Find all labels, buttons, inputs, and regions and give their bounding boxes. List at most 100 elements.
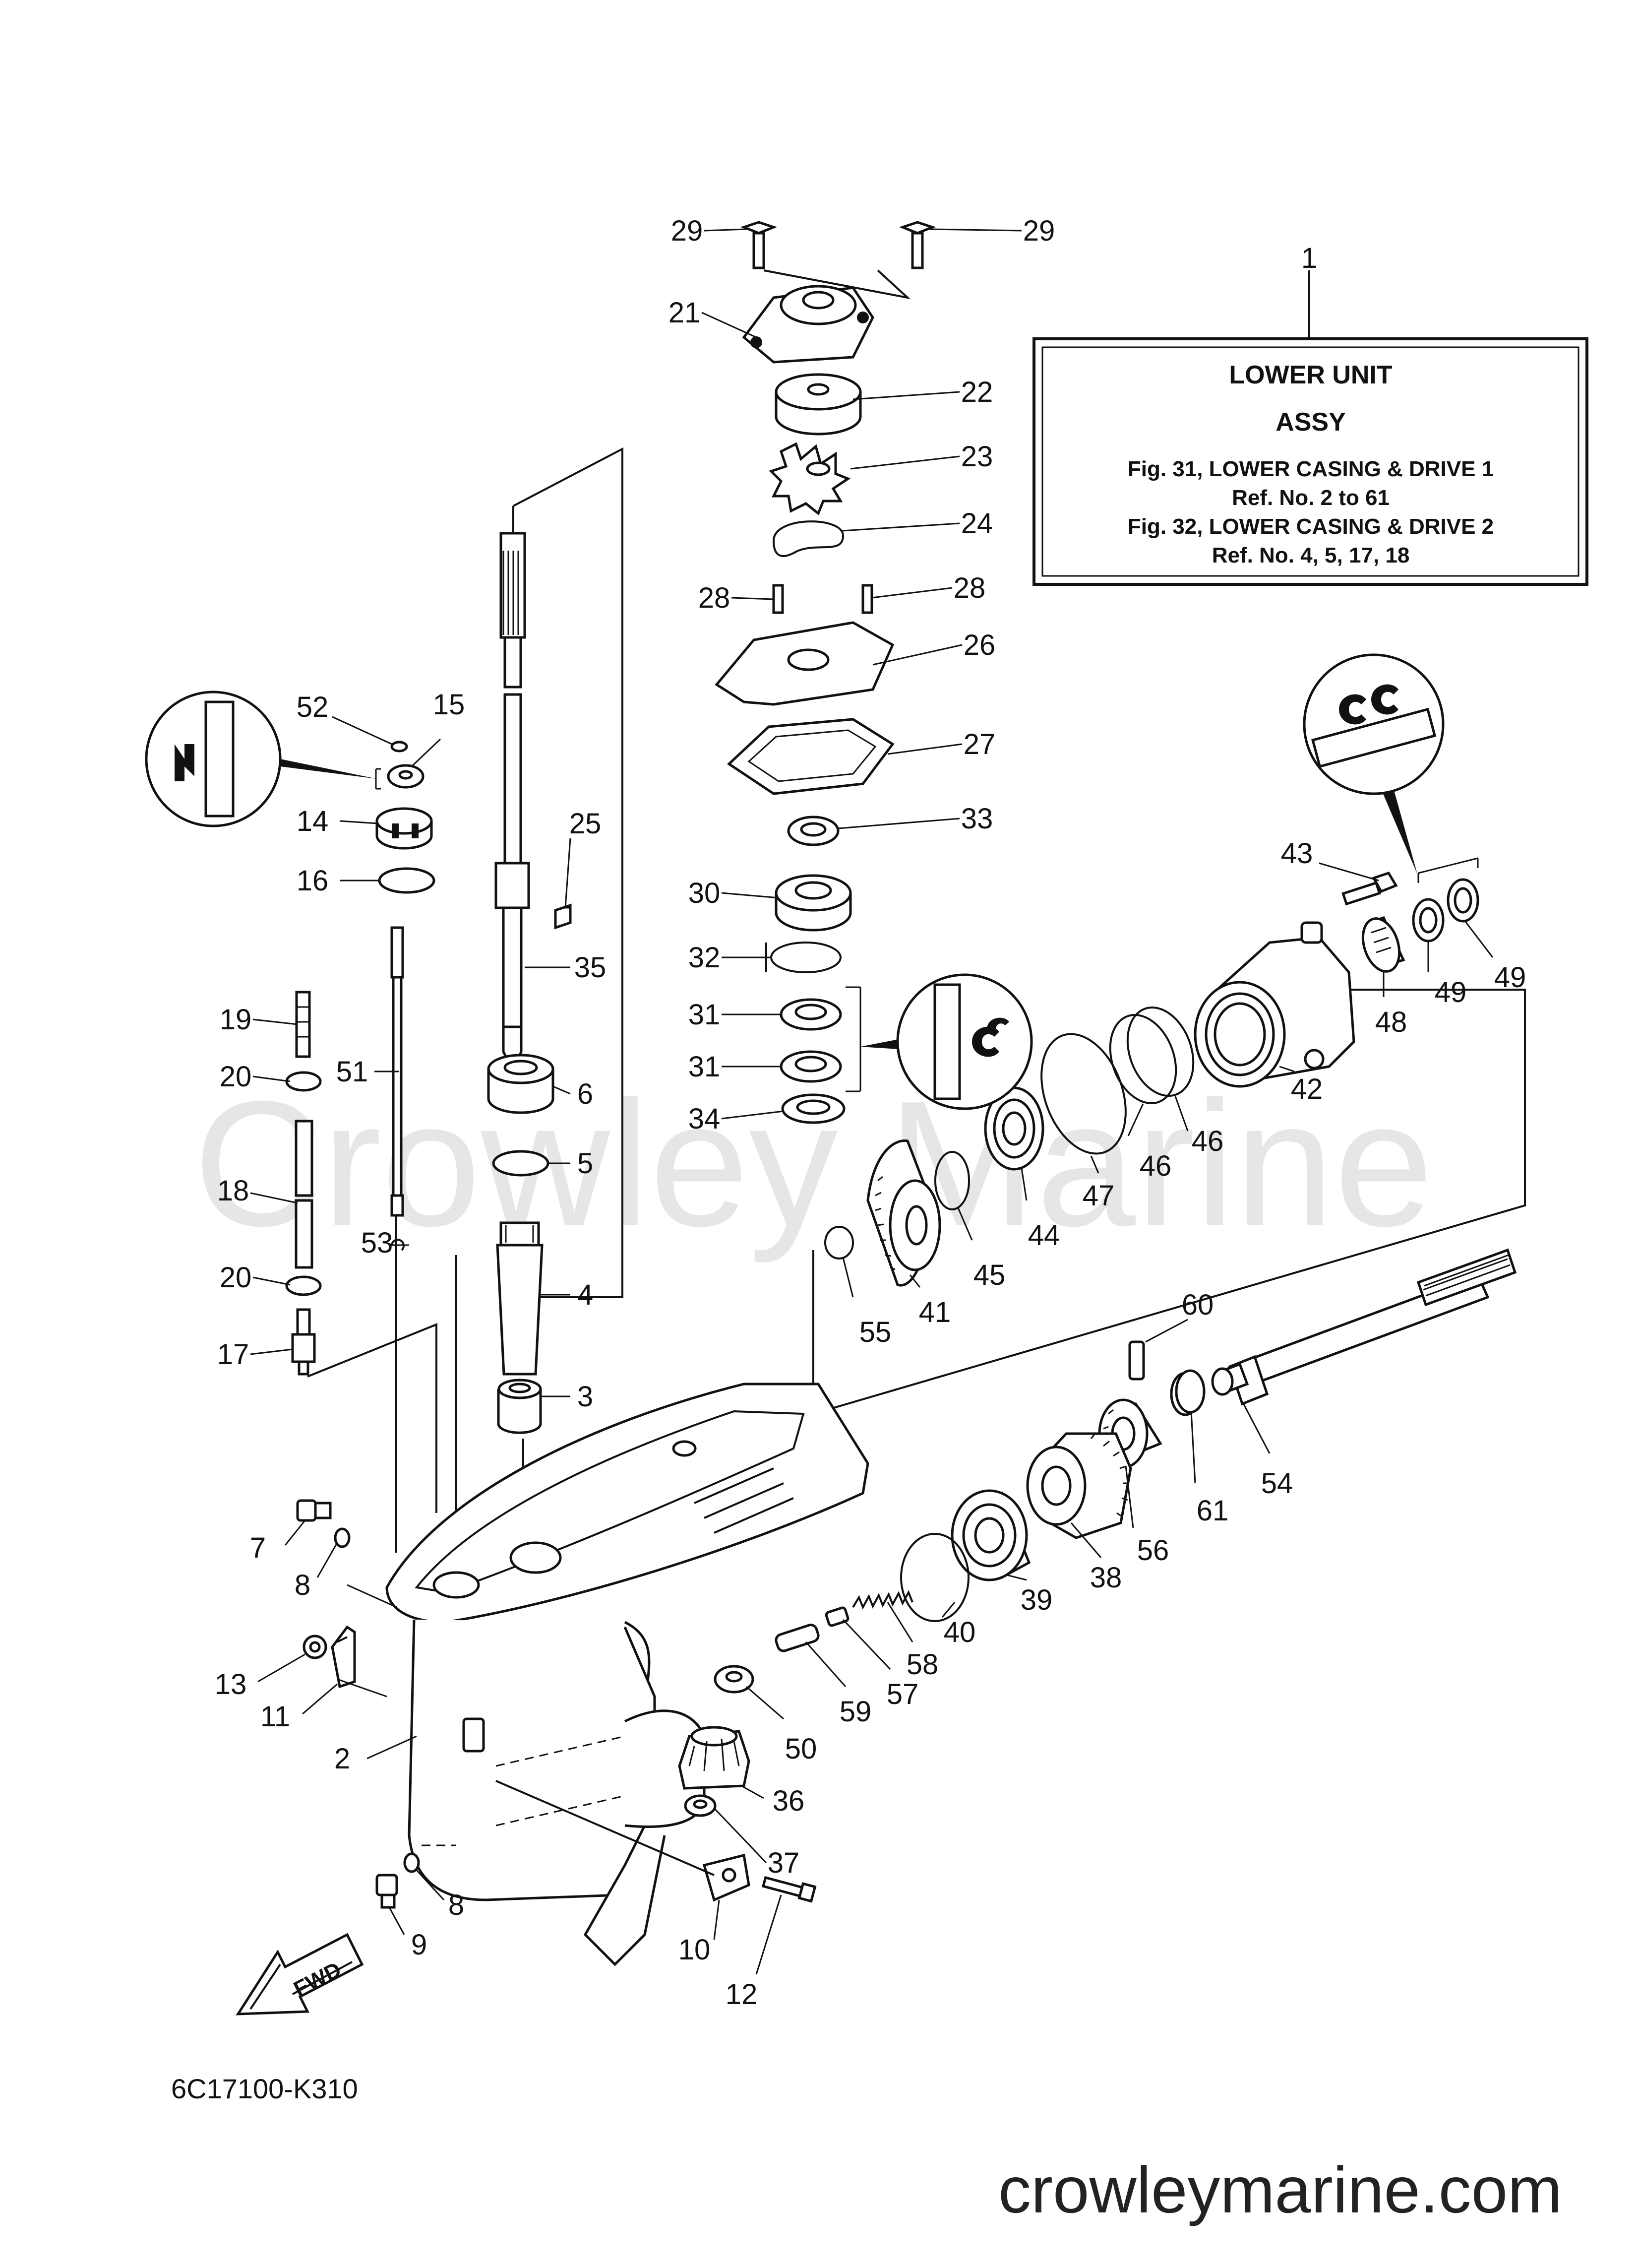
screw-9 [375,1874,398,1909]
bearing-44 [984,1086,1044,1171]
propeller-shaft-housing-42 [1194,921,1355,1088]
propeller-shaft-54 [1211,1248,1517,1406]
callout-2: 2 [334,1743,350,1775]
callout-12: 12 [726,1978,758,2011]
callout-16: 16 [297,865,329,897]
info-box-title: LOWER UNIT [1229,361,1393,389]
callout-19: 19 [220,1004,252,1036]
callout-52: 52 [297,691,329,723]
pinion-36 [678,1726,750,1790]
callout-59: 59 [840,1696,872,1728]
callout-31-upper: 31 [688,999,721,1031]
bolt-12 [761,1876,817,1903]
seal-49b [1447,878,1479,923]
info-box-line2: Ref. No. 2 to 61 [1232,486,1390,510]
callout-49-right: 49 [1494,961,1526,994]
forward-gear-38 [1026,1432,1132,1539]
callout-23: 23 [961,441,993,473]
info-box-line1: Fig. 31, LOWER CASING & DRIVE 1 [1128,457,1494,481]
info-box-inner [1041,346,1579,577]
lower-casing [385,1383,869,1966]
bearing-48 [1361,916,1405,973]
callout-1: 1 [1301,242,1317,274]
guide-shift-rod [307,1323,437,1513]
plunger-59 [775,1624,820,1652]
callout-28-left: 28 [698,582,730,614]
oil-seal-31-lower [780,1050,842,1083]
pin-28-right [861,584,873,614]
bolt-29-left [740,221,778,269]
gasket-8-lower [403,1852,420,1873]
circlip-55 [824,1226,854,1260]
info-box-line4: Ref. No. 4, 5, 17, 18 [1212,543,1410,567]
plate-11 [331,1625,356,1689]
callout-8-upper: 8 [295,1569,310,1601]
sleeve-4 [496,1221,544,1376]
bushing-15 [387,764,425,789]
callout-50: 50 [785,1733,817,1765]
callout-49-left: 49 [1435,976,1467,1008]
callout-55: 55 [859,1316,892,1348]
washer-34 [781,1093,846,1124]
shim-45 [934,1151,970,1210]
callout-39: 39 [1021,1584,1053,1616]
o-ring-32 [770,942,842,973]
hose-clamp-20-lower [285,1275,322,1296]
guide-propshaft [813,989,1526,1415]
pin-57 [825,1606,850,1627]
anode-10 [702,1853,750,1902]
callout-26: 26 [964,629,996,661]
info-box-outer [1033,337,1588,586]
callout-54: 54 [1261,1467,1293,1500]
callout-5: 5 [577,1147,593,1180]
callout-53: 53 [361,1227,393,1259]
gasket-8-upper [334,1527,351,1548]
callout-40: 40 [944,1616,976,1648]
detail-circle-left [145,691,381,827]
callout-18: 18 [217,1175,249,1207]
footer-site: crowleymarine.com [998,2153,1562,2226]
nut-13 [303,1635,327,1659]
guide-driveshaft [513,447,623,1298]
callout-7: 7 [250,1532,266,1564]
pin-60 [1128,1340,1145,1381]
callout-33: 33 [961,803,993,835]
callout-57: 57 [887,1678,919,1710]
o-ring-46b [1126,1006,1195,1097]
woodruff-key [554,903,572,930]
callout-10: 10 [678,1934,711,1966]
callout-29-right: 29 [1023,215,1055,247]
bolt-29-right [899,221,936,269]
callout-37: 37 [768,1847,800,1879]
callout-27: 27 [964,728,996,760]
info-box-line3: Fig. 32, LOWER CASING & DRIVE 2 [1128,514,1494,539]
callout-42: 42 [1291,1073,1323,1105]
callout-4: 4 [577,1279,593,1311]
callout-3: 3 [577,1381,593,1413]
impeller [769,442,851,516]
callout-22: 22 [961,376,993,408]
o-ring-5 [492,1150,549,1177]
nut-37 [684,1794,717,1817]
callout-30: 30 [688,877,721,909]
callout-60: 60 [1182,1289,1214,1321]
callout-43: 43 [1281,837,1313,870]
shift-rod-holder-14 [375,807,433,850]
info-box: LOWER UNIT ASSY Fig. 31, LOWER CASING & … [1033,270,1588,586]
callout-numbers: 1 29 29 21 22 23 24 28 28 26 27 33 30 32… [215,215,1526,2011]
reverse-gear-41 [866,1139,941,1287]
callout-20-lower: 20 [220,1261,252,1294]
bushing-6 [487,1054,554,1114]
callout-36: 36 [773,1785,805,1817]
detail-circle-middle [860,973,1033,1110]
callout-38: 38 [1090,1562,1122,1594]
callout-8-lower: 8 [448,1889,464,1921]
callout-21: 21 [668,297,701,329]
cross-pin-ring-61 [1170,1369,1206,1416]
drive-shaft [494,532,530,1075]
callout-48: 48 [1375,1006,1407,1038]
callout-29-left: 29 [671,215,703,247]
callout-44: 44 [1028,1219,1060,1252]
guide-cover [763,269,911,300]
